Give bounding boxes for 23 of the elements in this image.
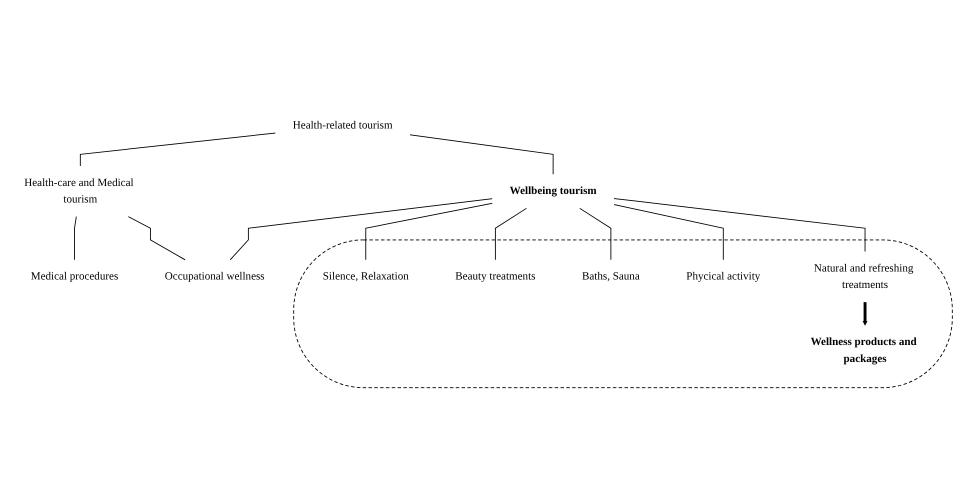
- connector: [74, 216, 77, 261]
- node-text: Health-related tourism: [292, 119, 393, 132]
- connector: [579, 208, 612, 261]
- node-text: Health-care and Medical tourism: [24, 176, 134, 206]
- arrow: [862, 302, 868, 326]
- connector: [494, 208, 527, 261]
- connector: [230, 198, 493, 261]
- connector: [614, 198, 866, 252]
- node-text: Medical procedures: [30, 270, 118, 283]
- connector: [410, 134, 554, 176]
- node-text: Beauty treatments: [455, 270, 536, 283]
- node-text: Wellness products and packages: [810, 336, 917, 366]
- cluster: [293, 240, 953, 388]
- connector: [128, 216, 186, 261]
- node-text: Wellbeing tourism: [510, 185, 597, 198]
- node-text: Silence, Relaxation: [322, 270, 409, 283]
- node-text: Natural and refreshing treatments: [814, 262, 914, 292]
- connector: [365, 203, 493, 261]
- connector: [614, 204, 724, 261]
- connector: [80, 132, 276, 167]
- node-text: Baths, Sauna: [582, 270, 640, 283]
- node-text: Occupational wellness: [164, 270, 265, 283]
- node-text: Phycical activity: [686, 270, 760, 283]
